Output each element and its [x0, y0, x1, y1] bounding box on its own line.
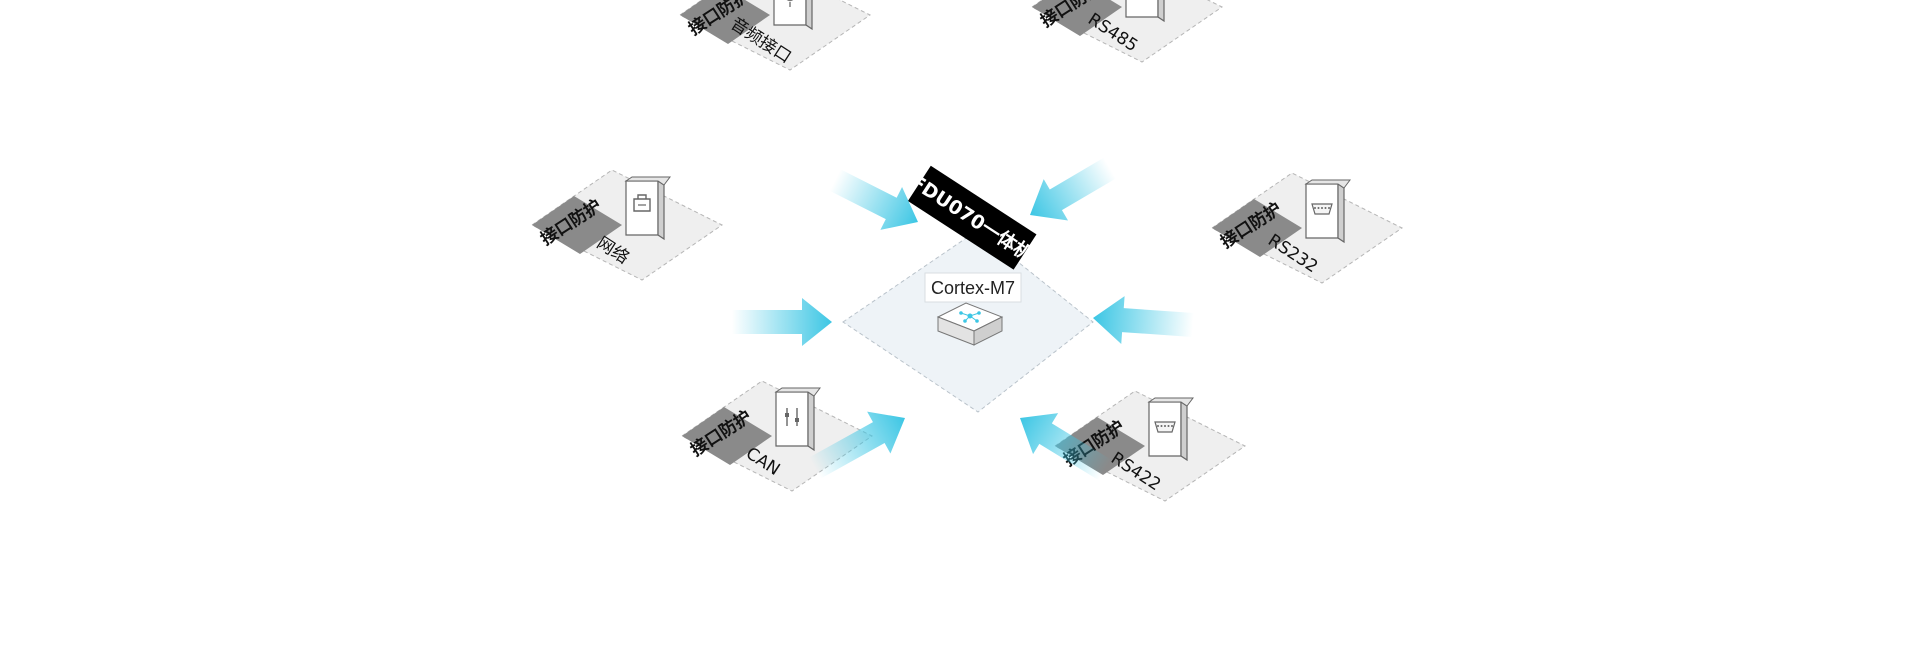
node-title-band [1032, 0, 1122, 36]
flow-arrow-network [732, 298, 832, 346]
flow-arrow-rs485 [1029, 157, 1117, 221]
microphone-icon [773, 0, 813, 31]
flow-arrows [732, 157, 1194, 481]
flow-arrow-audio [829, 169, 918, 230]
flow-arrow-rs422 [1019, 413, 1112, 481]
ethernet-port-icon [624, 176, 671, 241]
node-title-band [532, 196, 622, 254]
node-title-band [1055, 417, 1145, 475]
chip-text: Cortex-M7 [931, 278, 1015, 298]
node-title-band [1212, 199, 1302, 257]
flow-arrow-rs232 [1093, 296, 1194, 345]
node-title-band [680, 0, 770, 44]
can-bus-icon [774, 387, 821, 452]
serial-connector-icon [1147, 397, 1194, 462]
network-hub-icon [936, 302, 1004, 346]
serial-connector-icon [1125, 0, 1165, 23]
chip-label: Cortex-M7 [924, 272, 1022, 303]
node-title-band [682, 407, 772, 465]
flow-arrow-can [809, 411, 905, 479]
serial-connector-icon [1304, 179, 1351, 244]
